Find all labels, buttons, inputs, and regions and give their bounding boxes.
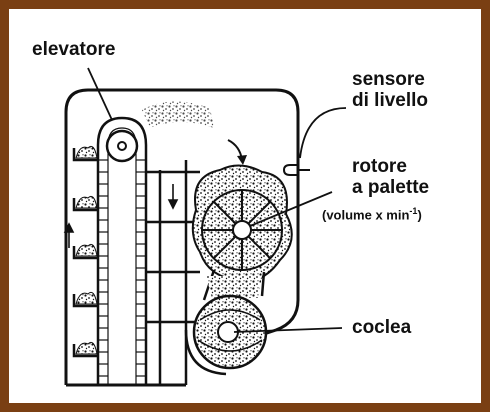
- label-elevatore: elevatore: [32, 40, 115, 59]
- rotore-sub-suffix: ): [417, 207, 421, 222]
- rotore-sub-prefix: (volume x min: [322, 207, 409, 222]
- down-arrow: [169, 184, 177, 208]
- bucket-granules: [76, 146, 97, 354]
- label-sensore-line1: sensore: [352, 70, 425, 89]
- label-rotore-line1: rotore: [352, 157, 407, 176]
- label-sensore-line2: di livello: [352, 91, 428, 110]
- label-rotore-line2: a palette: [352, 178, 429, 197]
- label-rotore-subtitle: (volume x min-1): [322, 207, 422, 221]
- elevator-chain: [98, 160, 146, 376]
- material-spray: [142, 101, 214, 128]
- rotor-hub: [233, 221, 251, 239]
- label-coclea: coclea: [352, 318, 411, 337]
